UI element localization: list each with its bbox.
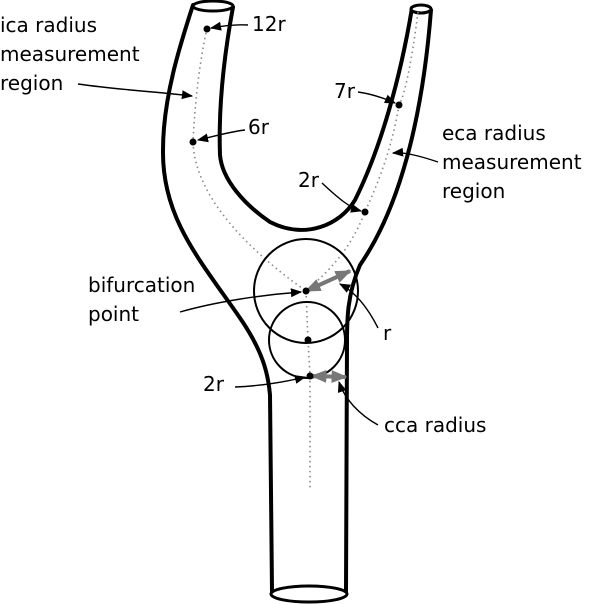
leader-lines: [77, 21, 439, 426]
cca-radius-leader: [337, 380, 379, 426]
outer-right-wall: [344, 8, 433, 593]
eca-2r-point: [361, 208, 369, 216]
bifurcation-radius-arrow: [304, 269, 352, 293]
inner-ica-wall: [217, 5, 414, 232]
labels: ica radius measurement region 12r 6r 7r …: [0, 12, 582, 437]
cca-radius-arrow: [310, 370, 348, 383]
eca-region-label-line2: measurement: [442, 150, 582, 174]
measurement-points: [189, 25, 403, 380]
bifurcation-leader: [179, 288, 303, 313]
eca-region-label-line1: eca radius: [442, 121, 546, 145]
cca-end-cap: [269, 584, 349, 604]
eca-end-cap: [409, 3, 433, 15]
cca-circle-center: [304, 336, 312, 344]
eca-2r-leader: [321, 182, 363, 213]
bifurcation-point: [302, 287, 310, 295]
outer-left-wall: [160, 3, 274, 593]
eca-7r-leader: [357, 91, 397, 104]
vessel-outline: [160, 0, 433, 604]
ica-6r-leader: [196, 129, 246, 143]
eca-7r-label: 7r: [334, 79, 356, 103]
bifurcation-label-line1: bifurcation: [88, 273, 195, 297]
ica-12r-leader: [209, 21, 249, 31]
ica-region-label-line1: ica radius: [0, 13, 97, 37]
ica-region-label-line2: measurement: [0, 42, 140, 66]
ica-6r-point: [189, 138, 197, 146]
r-label: r: [383, 321, 392, 345]
ica-end-cap: [191, 0, 235, 13]
ica-region-label-line3: region: [0, 71, 63, 95]
ica-12r-label: 12r: [252, 12, 286, 36]
ica-region-leader: [77, 83, 194, 100]
eca-7r-point: [395, 101, 403, 109]
cca-2r-leader: [234, 375, 307, 388]
cca-radius-label: cca radius: [384, 413, 486, 437]
bifurcation-circle: [253, 238, 359, 344]
r-leader: [339, 283, 379, 329]
cca-2r-point: [306, 372, 314, 380]
cca-circle: [268, 301, 346, 379]
ica-centerline: [192, 27, 307, 292]
ica-6r-label: 6r: [248, 115, 270, 139]
bifurcation-label-line2: point: [88, 302, 139, 326]
cca-centerline: [305, 290, 311, 490]
eca-region-label-line3: region: [442, 179, 505, 203]
eca-region-leader: [391, 147, 439, 163]
ica-12r-point: [203, 25, 211, 33]
eca-2r-label: 2r: [298, 168, 320, 192]
cca-2r-label: 2r: [203, 372, 225, 396]
